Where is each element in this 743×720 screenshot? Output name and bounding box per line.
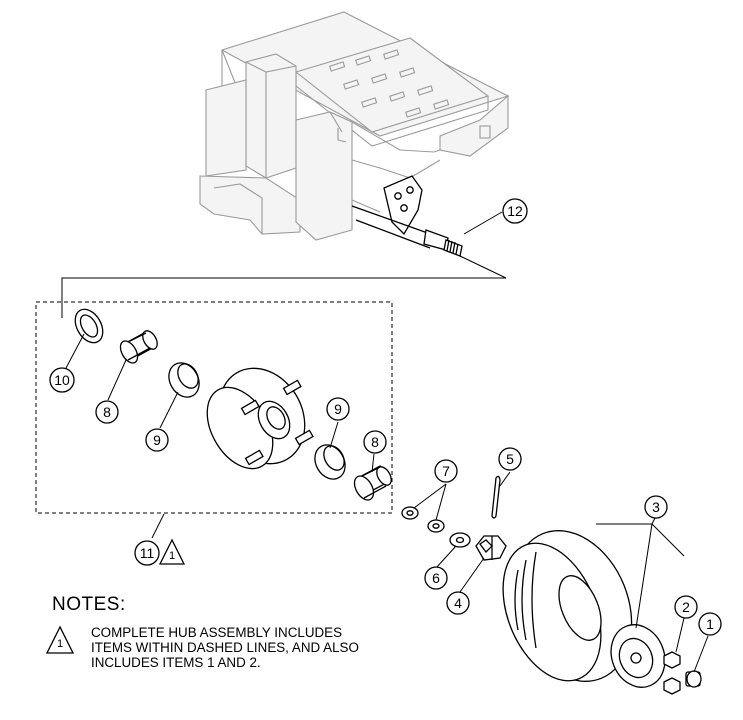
inner-bearing-cone: [119, 330, 158, 364]
note-1-text: COMPLETE HUB ASSEMBLY INCLUDES ITEMS WIT…: [91, 625, 451, 670]
wheel-hub: [206, 367, 314, 470]
grease-seal: [74, 308, 104, 344]
svg-text:1: 1: [706, 616, 714, 632]
svg-text:4: 4: [454, 595, 462, 611]
callout-5: 5: [498, 447, 522, 471]
callout-6: 6: [424, 566, 448, 590]
svg-text:1: 1: [169, 550, 175, 562]
callout-10: 10: [49, 367, 75, 393]
callout-4: 4: [446, 591, 470, 615]
callout-1: 1: [698, 612, 722, 636]
svg-text:1: 1: [57, 638, 63, 650]
callout-3: 3: [644, 495, 668, 519]
callout-8-outer: 8: [363, 430, 387, 454]
svg-text:11: 11: [140, 545, 155, 561]
castle-nut: [475, 535, 507, 561]
machine-frame-background: [199, 11, 510, 241]
hub-assembly-boundary: [35, 301, 393, 514]
svg-text:9: 9: [153, 432, 161, 448]
svg-text:10: 10: [54, 372, 70, 388]
note-1-line: INCLUDES ITEMS 1 AND 2.: [91, 655, 261, 670]
svg-text:8: 8: [371, 434, 379, 450]
outer-bearing-cup: [314, 444, 346, 480]
axle-spindle: [61, 175, 507, 318]
spindle-washers: [401, 506, 445, 533]
note-1-line: COMPLETE HUB ASSEMBLY INCLUDES: [91, 625, 343, 640]
callout-7: 7: [434, 459, 458, 483]
flat-washer: [449, 532, 471, 548]
callout-12: 12: [502, 198, 528, 224]
svg-text:6: 6: [432, 570, 440, 586]
leader-lines: [65, 211, 709, 673]
callout-11-note-flag: 1: [158, 538, 186, 565]
callout-8-inner: 8: [95, 400, 119, 424]
svg-text:9: 9: [334, 401, 342, 417]
notes-title: NOTES:: [52, 594, 126, 615]
svg-text:3: 3: [652, 499, 660, 515]
svg-text:12: 12: [507, 203, 523, 219]
svg-text:2: 2: [682, 599, 690, 615]
lug-nuts: [663, 651, 681, 695]
callout-2: 2: [674, 595, 698, 619]
tire-and-wheel: [502, 530, 666, 688]
callout-11: 11: [134, 540, 160, 566]
cotter-pin: [491, 475, 501, 519]
note-1-flag: 1: [45, 625, 75, 654]
inner-bearing-cup: [168, 362, 200, 398]
svg-text:5: 5: [506, 451, 514, 467]
note-1-line: ITEMS WITHIN DASHED LINES, AND ALSO: [91, 640, 359, 655]
svg-text:7: 7: [442, 463, 450, 479]
outer-bearing-cone: [353, 465, 392, 501]
callout-9-inner: 9: [145, 428, 169, 452]
callout-9-outer: 9: [326, 397, 350, 421]
hub-cap: [685, 670, 702, 688]
svg-text:8: 8: [103, 404, 111, 420]
